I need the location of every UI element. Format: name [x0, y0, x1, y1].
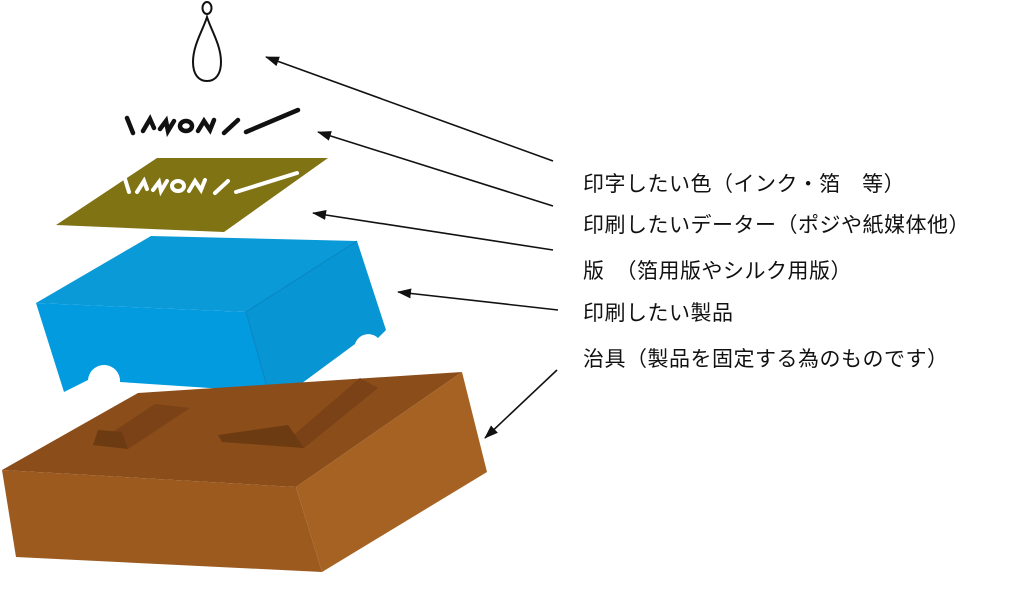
jig-front [2, 470, 322, 572]
ink-drop-icon [191, 1, 223, 83]
jig-ridge-right [288, 378, 378, 448]
arrow-artwork [317, 131, 554, 207]
label-artwork: 印刷したいデーター（ポジや紙媒体他） [583, 213, 970, 237]
arrow-product [397, 288, 559, 311]
product-side [246, 241, 386, 412]
label-plate: 版 （箔用版やシルク用版） [583, 259, 852, 283]
artwork-marks [123, 171, 299, 197]
product-front [36, 303, 274, 412]
arrow-jig [484, 369, 558, 439]
label-ink: 印字したい色（インク・箔 等） [583, 172, 906, 196]
ink-print-marks [124, 107, 301, 138]
jig-block [2, 372, 487, 572]
leader-arrows [265, 56, 559, 439]
product-top [36, 236, 357, 312]
label-jig: 治具（製品を固定する為のものです） [583, 347, 949, 371]
label-product: 印刷したい製品 [583, 301, 734, 325]
arrow-plate [312, 210, 554, 251]
artwork-film [56, 158, 328, 232]
jig-side [296, 372, 487, 572]
arrow-ink [265, 56, 554, 162]
